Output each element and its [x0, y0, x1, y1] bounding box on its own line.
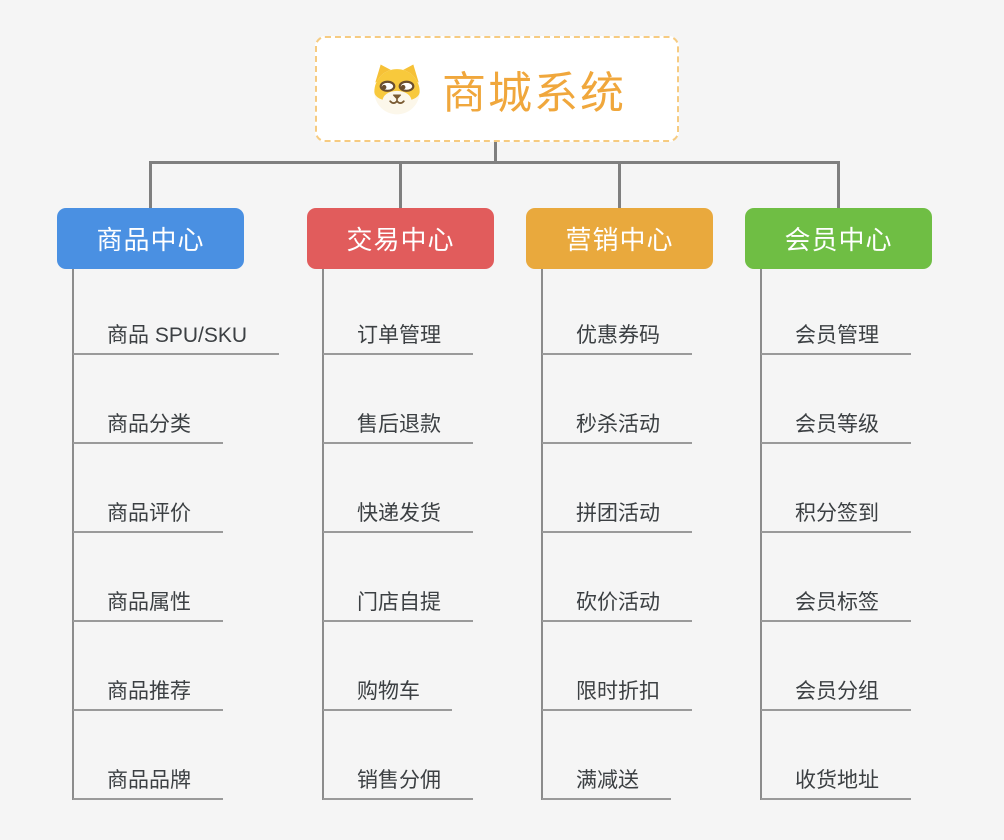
branch-drop-line [837, 161, 840, 208]
leaf-node[interactable]: 售后退款 [323, 410, 473, 444]
leaf-node[interactable]: 会员等级 [761, 410, 911, 444]
dog-face-icon [368, 62, 426, 116]
branch-trunk-line [322, 269, 324, 800]
branch-header-1[interactable]: 商品中心 [57, 208, 244, 269]
branch-header-4[interactable]: 会员中心 [745, 208, 932, 269]
branch-trunk-line [541, 269, 543, 800]
leaf-node[interactable]: 商品 SPU/SKU [73, 321, 280, 355]
leaf-node[interactable]: 门店自提 [323, 588, 473, 622]
leaf-node[interactable]: 积分签到 [761, 499, 911, 533]
branch-trunk-line [72, 269, 74, 800]
leaf-node[interactable]: 会员标签 [761, 588, 911, 622]
leaf-node[interactable]: 满减送 [542, 766, 671, 800]
leaf-node[interactable]: 订单管理 [323, 321, 473, 355]
leaf-node[interactable]: 商品评价 [73, 499, 223, 533]
leaf-node[interactable]: 秒杀活动 [542, 410, 692, 444]
leaf-node[interactable]: 收货地址 [761, 766, 911, 800]
leaf-node[interactable]: 会员管理 [761, 321, 911, 355]
root-node[interactable]: 商城系统 [315, 36, 679, 142]
leaf-node[interactable]: 优惠券码 [542, 321, 692, 355]
leaf-node[interactable]: 购物车 [323, 677, 452, 711]
leaf-node[interactable]: 商品品牌 [73, 766, 223, 800]
leaf-node[interactable]: 会员分组 [761, 677, 911, 711]
branch-drop-line [149, 161, 152, 208]
leaf-node[interactable]: 商品推荐 [73, 677, 223, 711]
branch-drop-line [399, 161, 402, 208]
branch-header-3[interactable]: 营销中心 [526, 208, 713, 269]
root-connector-line [493, 142, 497, 164]
leaf-node[interactable]: 快递发货 [323, 499, 473, 533]
leaf-node[interactable]: 限时折扣 [542, 677, 692, 711]
leaf-node[interactable]: 销售分佣 [323, 766, 473, 800]
branch-header-2[interactable]: 交易中心 [307, 208, 494, 269]
branch-drop-line [618, 161, 621, 208]
leaf-node[interactable]: 砍价活动 [542, 588, 692, 622]
branch-trunk-line [760, 269, 762, 800]
leaf-node[interactable]: 拼团活动 [542, 499, 692, 533]
leaf-node[interactable]: 商品属性 [73, 588, 223, 622]
leaf-node[interactable]: 商品分类 [73, 410, 223, 444]
root-title: 商城系统 [442, 69, 626, 118]
bus-connector-line [149, 161, 840, 164]
